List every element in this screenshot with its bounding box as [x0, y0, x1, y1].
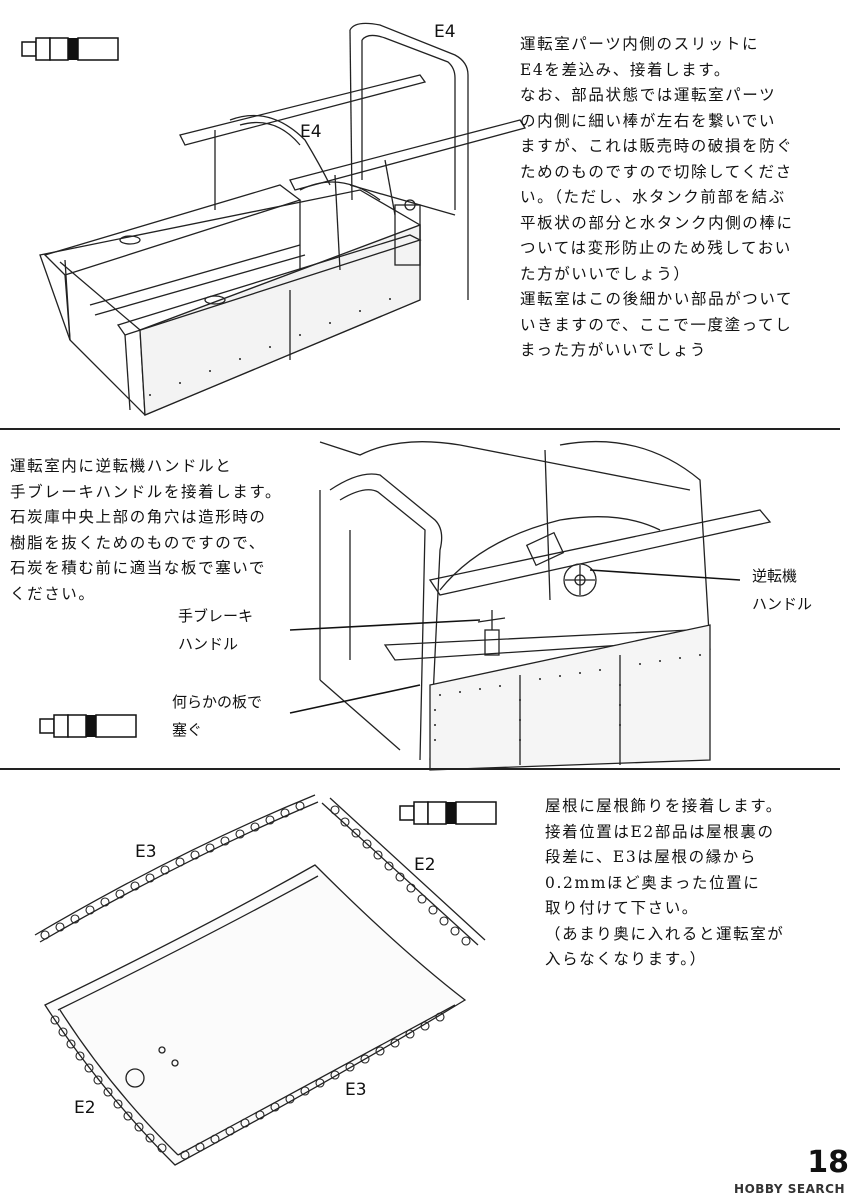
part-label-e3-bottom: E3: [345, 1080, 367, 1100]
step-2-instructions: 運転室内に逆転機ハンドルと 手ブレーキハンドルを接着します。 石炭庫中央上部の角…: [10, 457, 283, 603]
cab-interior-drawing: [289, 440, 772, 771]
paint-tube-icon: [21, 37, 119, 61]
paint-tube-icon: [399, 801, 497, 825]
step-3-instructions: 屋根に屋根飾りを接着します。 接着位置はE2部品は屋根裏の 段差に、E3は屋根の…: [545, 797, 785, 968]
step-2: 運転室内に逆転機ハンドルと 手ブレーキハンドルを接着します。 石炭庫中央上部の角…: [0, 430, 857, 771]
watermark: HOBBY SEARCH: [734, 1182, 845, 1196]
part-label-e4-mid: E4: [300, 122, 322, 142]
label-reverser-handle: 逆転機 ハンドル: [752, 567, 813, 613]
step-1: E4 E4 運転室パーツ内側のスリットに E4を差込み、接着します。 なお、部品…: [0, 0, 857, 430]
roof-ornament-beads: [40, 801, 471, 1160]
cab-assembly-drawing: [39, 22, 527, 416]
roof-drawing: [34, 794, 486, 1166]
part-label-e3-top: E3: [135, 842, 157, 862]
section-divider-1: [0, 428, 840, 430]
page-number: 18: [807, 1145, 849, 1180]
part-label-e2-right: E2: [414, 855, 436, 875]
step-3: E3 E2 E2 E3 屋根に屋根飾りを接着します。 接着位置はE2部品は屋根裏…: [0, 770, 857, 1200]
part-label-e2-left: E2: [74, 1098, 96, 1118]
section-divider-2: [0, 768, 840, 770]
label-block-with-plate: 何らかの板で 塞ぐ: [172, 693, 263, 739]
part-label-e4-top: E4: [434, 22, 456, 42]
step-1-instructions: 運転室パーツ内側のスリットに E4を差込み、接着します。 なお、部品状態では運転…: [520, 35, 794, 359]
paint-tube-icon: [39, 714, 137, 738]
label-handbrake-handle: 手ブレーキ ハンドル: [178, 607, 254, 653]
